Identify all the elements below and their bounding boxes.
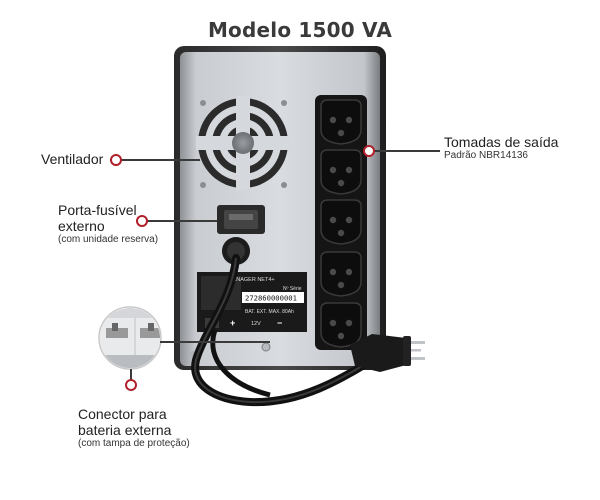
leader-conector-horizontal [160,341,270,343]
minus-sign: − [277,318,282,328]
callout-tomadas: Tomadas de saída Padrão NBR14136 [444,134,558,162]
callout-fusivel: Porta-fusível externo (com unidade reser… [58,202,158,246]
callout-fusivel-sub: (com unidade reserva) [58,234,159,245]
callout-conector: Conector para bateria externa (com tampa… [78,406,190,450]
outlet-4 [320,251,362,297]
serial-caption: Nº Série [283,286,302,292]
callout-tomadas-label: Tomadas de saída [444,134,559,150]
callout-conector-sub: (com tampa de proteção) [78,438,190,449]
panel-screw [261,342,271,352]
marker-ventilador [110,154,122,166]
voltage-text: 12V [251,321,261,327]
marker-fusivel [136,215,148,227]
fan-grille [196,96,290,190]
callout-fusivel-line2: externo [58,218,105,234]
callout-fusivel-line1: Porta-fusível [58,202,137,218]
outlets [320,99,362,348]
outlet-5 [320,302,362,348]
outlet-1 [320,99,362,145]
power-plug [350,334,425,372]
battery-rating-text: BAT. EXT. MAX. 80Ah [245,309,294,315]
callout-ventilador-label: Ventilador [41,151,104,167]
callout-conector-line1: Conector para [78,406,167,422]
leader-ventilador [118,159,200,161]
second-cord [210,329,271,398]
outlet-2 [320,149,362,195]
callout-ventilador: Ventilador [41,151,103,167]
fuse-holder [217,205,265,234]
leader-tomadas [368,150,440,152]
marker-conector [125,379,137,391]
battery-connector-inset [98,306,162,370]
leader-conector-vertical [130,369,132,381]
plus-sign: + [230,318,235,328]
callout-conector-line2: bateria externa [78,422,172,438]
leader-fusivel [145,220,217,222]
marker-tomadas [363,145,375,157]
label-brand-text: MANAGER NET4+ [228,277,275,283]
callout-tomadas-sub: Padrão NBR14136 [444,150,528,161]
page-title: Modelo 1500 VA [207,18,393,42]
outlet-3 [320,199,362,245]
serial-number: 272860000001 [245,294,297,303]
